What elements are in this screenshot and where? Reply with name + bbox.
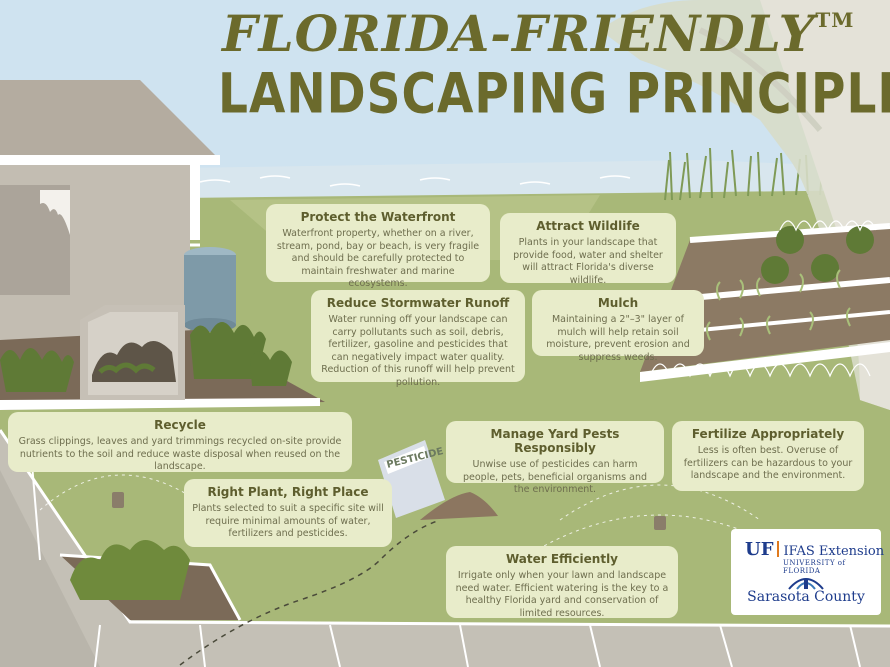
card-title: Fertilize Appropriately: [691, 427, 845, 441]
card-right-plant: Right Plant, Right Place Plants selected…: [184, 479, 392, 547]
card-mulch: Mulch Maintaining a 2"–3" layer of mulch…: [532, 290, 704, 363]
card-text: Maintaining a 2"–3" layer of mulch will …: [546, 314, 690, 363]
card-title: Water Efficiently: [505, 552, 619, 566]
card-fertilize: Fertilize Appropriately Less is often be…: [672, 421, 864, 491]
card-text: Irrigate only when your lawn and landsca…: [455, 570, 669, 619]
pesticide-bag-icon: [378, 440, 445, 518]
card-protect-waterfront: Protect the Waterfront Waterfront proper…: [266, 204, 490, 289]
card-title: Attract Wildlife: [536, 219, 640, 233]
main-title-line1: FLORIDA-FRIENDLYTM: [222, 4, 855, 63]
card-text: Waterfront property, whether on a river,…: [276, 228, 480, 289]
card-recycle: Recycle Grass clippings, leaves and yard…: [8, 412, 352, 472]
card-title: Protect the Waterfront: [300, 210, 456, 224]
sprinkler-icon: [112, 492, 666, 530]
uf-university-label: UNIVERSITY of FLORIDA: [783, 559, 846, 575]
soil-pile: [420, 492, 498, 520]
sarasota-county-logo: Sarasota County: [747, 589, 865, 605]
card-reduce-runoff: Reduce Stormwater Runoff Water running o…: [311, 290, 525, 388]
card-title: Mulch: [597, 296, 639, 310]
rain-barrel: [184, 247, 236, 332]
shrub-icon: [70, 540, 190, 600]
compost-bin: [80, 305, 185, 400]
card-attract-wildlife: Attract Wildlife Plants in your landscap…: [500, 213, 676, 286]
card-text: Unwise use of pesticides can harm people…: [462, 459, 647, 495]
shrubs: [0, 322, 292, 392]
card-title: Recycle: [154, 418, 206, 432]
card-text: Less is often best. Overuse of fertilize…: [683, 445, 853, 481]
house: [0, 80, 220, 340]
card-text: Water running off your landscape can car…: [321, 314, 515, 388]
card-title: Right Plant, Right Place: [207, 485, 369, 499]
card-water-efficiently: Water Efficiently Irrigate only when you…: [446, 546, 678, 619]
card-title: Reduce Stormwater Runoff: [326, 296, 510, 310]
card-manage-pests: Manage Yard Pests Responsibly Unwise use…: [446, 421, 664, 495]
card-title: Manage Yard Pests Responsibly: [490, 427, 620, 455]
county-seal-icon: [788, 578, 824, 590]
card-text: Grass clippings, leaves and yard trimmin…: [18, 436, 342, 472]
main-title-line2: LANDSCAPING PRINCIPLES: [218, 62, 890, 127]
card-text: Plants in your landscape that provide fo…: [513, 237, 663, 286]
card-text: Plants selected to suit a specific site …: [192, 503, 384, 539]
